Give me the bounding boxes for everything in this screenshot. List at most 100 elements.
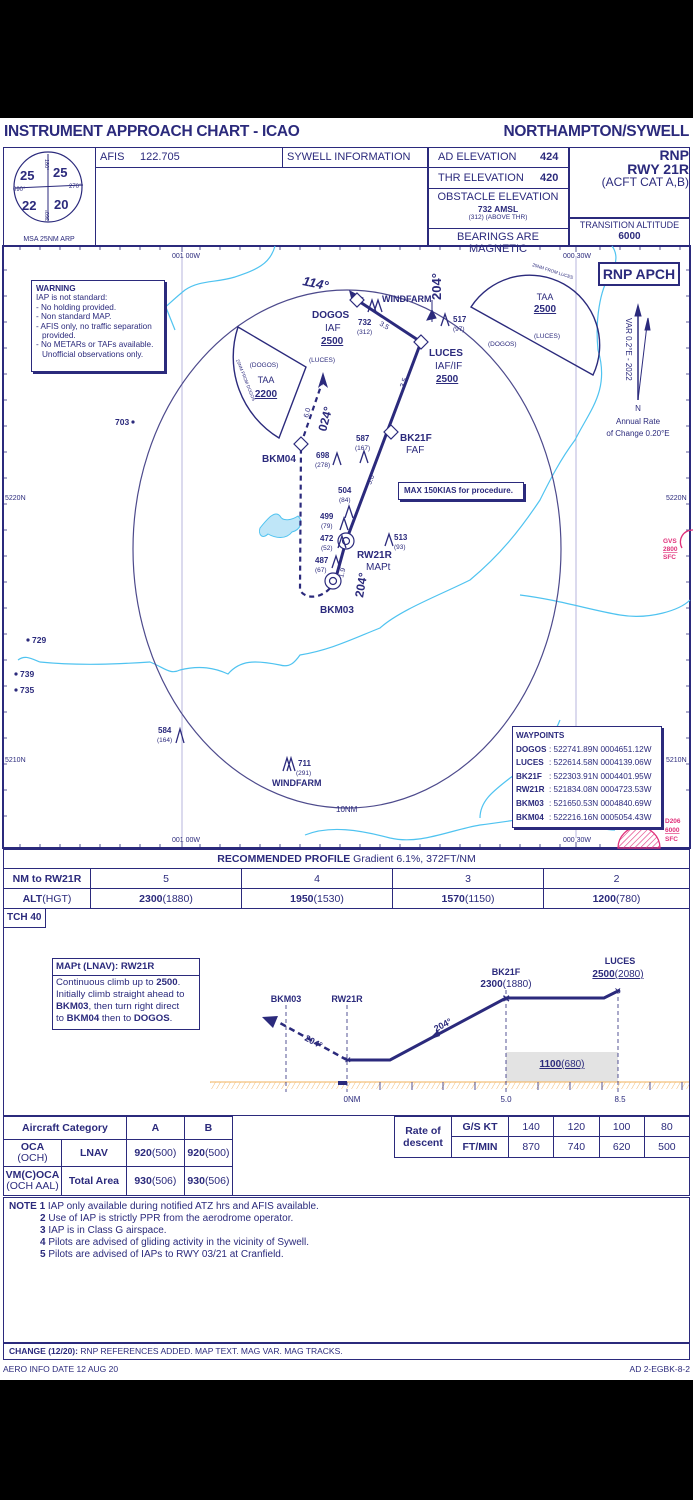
variation-label: VAR 0.2°E - 2022: [624, 318, 633, 381]
distance-0nm: 0NM: [344, 1095, 361, 1104]
svg-text:(79): (79): [321, 523, 333, 530]
divider: [427, 228, 569, 229]
d206-upper: 6000: [665, 827, 680, 834]
spot-height-729: 729: [32, 635, 46, 645]
fix-bkm04-icon: [293, 436, 309, 452]
taa-left-sector: [232, 325, 307, 440]
obstacle-504: 504(84): [338, 486, 354, 519]
svg-text:698: 698: [316, 451, 330, 460]
descent-path: [347, 988, 621, 1062]
msa-label: MSA 25NM ARP: [23, 236, 75, 243]
obstacle-698: 698(278): [315, 450, 342, 469]
segment-minimum-area: [506, 1052, 618, 1082]
lake: [259, 513, 302, 538]
final-track-arrow: [428, 1030, 440, 1040]
lat-label-right-n: 5220N: [666, 495, 687, 502]
vmc-label: VM(C)OCA(OCH AAL): [3, 1166, 62, 1196]
profile-bk21f-label: BK21F: [492, 967, 521, 977]
fix-dogos-icon: [349, 292, 365, 308]
profile-bk21f-altitude: 2300(1880): [480, 979, 531, 990]
aircraft-category: (ACFT CAT A,B): [601, 175, 689, 189]
tch-label: TCH 40: [3, 908, 46, 928]
msa-sector-nw: 25: [20, 168, 34, 183]
taa-left-label: TAA: [258, 375, 275, 385]
distance-5nm: 5.0: [500, 1095, 512, 1104]
lnav-minima-a: 920(500): [125, 1139, 185, 1167]
variation-rate-line1: Annual Rate: [616, 417, 661, 426]
recommended-profile: RECOMMENDED PROFILE Gradient 6.1%, 372FT…: [3, 849, 690, 909]
gvs-area-boundary: [679, 529, 693, 549]
fix-rw21r-role: MAPt: [366, 562, 391, 573]
waypoint-row: BKM04: 522216.16N 0005054.43W: [516, 812, 652, 822]
waypoint-row: RW21R: 521834.08N 0004723.53W: [516, 785, 652, 795]
lat-label-right-s: 5210N: [666, 757, 687, 764]
warning-line: - Non standard MAP.: [36, 312, 112, 322]
warning-line: - No METARs or TAFs available.: [36, 340, 154, 350]
spot-height-735: 735: [20, 685, 34, 695]
speed-restriction-note: MAX 150KIAS for procedure.: [398, 482, 524, 500]
vmc-minima-b: 930(506): [183, 1166, 234, 1196]
fpm-cell: 870: [507, 1136, 555, 1158]
groundspeed-label: G/S KT: [451, 1116, 509, 1137]
fix-luces-name: LUCES: [429, 348, 463, 359]
taa-right-dogos: (DOGOS): [488, 341, 517, 348]
d206-lower: SFC: [665, 836, 678, 843]
note-item: NOTE 1 IAP only available during notifie…: [9, 1201, 319, 1212]
fix-reference-lines: [285, 990, 619, 1092]
msa-sector-se: 20: [54, 197, 68, 212]
aero-info-date: AERO INFO DATE 12 AUG 20: [3, 1364, 119, 1374]
fix-bk21f-role: FAF: [406, 445, 424, 456]
distance-8-5nm: 8.5: [614, 1095, 626, 1104]
nm-cell: 4: [241, 868, 393, 889]
nm-row-label: NM to RW21R: [3, 868, 91, 889]
lon-label-bottom-w: 001 00W: [172, 837, 200, 844]
procedure-type: RNP: [659, 147, 689, 163]
distance-bk21f-rw21r: 5.0: [366, 474, 376, 486]
msa-bearing-090: 090°: [13, 187, 26, 193]
10nm-ring: [132, 289, 562, 809]
lon-label-bottom-e: 000 30W: [563, 837, 591, 844]
lon-label-top-w: 001 00W: [172, 253, 200, 260]
taa-left-altitude: 2200: [255, 389, 278, 400]
divider: [427, 188, 569, 189]
profile-track-missed: 204°: [303, 1033, 324, 1051]
divider: [568, 147, 570, 246]
svg-text:584: 584: [158, 726, 172, 735]
profile-rw21r-label: RW21R: [331, 994, 363, 1004]
warning-box: WARNING IAP is not standard: - No holdin…: [31, 280, 165, 372]
alt-row-label: ALT(HGT): [3, 888, 91, 909]
atis-name: SYWELL INFORMATION: [287, 151, 411, 163]
obstacle-732: 732(312): [357, 297, 383, 336]
category-a-header: A: [125, 1116, 185, 1140]
d206-area: [617, 826, 661, 849]
warning-title: WARNING: [36, 284, 76, 293]
lat-label-left-s: 5210N: [5, 757, 26, 764]
track-204-inbound: 204°: [429, 273, 444, 300]
profile-view: ✕ ✕ ✕ 204° 204° BKM03 RW21R BK21F LUCES …: [210, 956, 689, 1104]
msa-bearing-360: 360°: [45, 210, 51, 221]
taa-left-dogos: (DOGOS): [250, 362, 279, 369]
spot-height-703: 703: [115, 417, 129, 427]
fpm-cell: 500: [643, 1136, 691, 1158]
waypoints-table: WAYPOINTS DOGOS: 522741.89N 0004651.12W …: [512, 726, 662, 828]
taa-right-label: TAA: [537, 292, 554, 302]
warning-line: IAP is not standard:: [36, 293, 108, 303]
obstacle-711: 711(291): [282, 755, 311, 777]
d206-label: D206: [665, 818, 681, 825]
note-item: 2 Use of IAP is strictly PPR from the ae…: [40, 1213, 294, 1224]
thr-elevation-label: THR ELEVATION: [438, 172, 524, 184]
segment-minimum-altitude: 1100(680): [539, 1059, 584, 1070]
profile-luces-label: LUCES: [605, 956, 636, 966]
change-note: CHANGE (12/20): RNP REFERENCES ADDED. MA…: [3, 1343, 690, 1360]
fix-bkm03-name: BKM03: [320, 605, 354, 616]
ground-hatching: [210, 1082, 689, 1089]
fpm-cell: 740: [553, 1136, 600, 1158]
waypoint-row: BK21F: 522303.91N 0004401.95W: [516, 771, 652, 781]
groundspeed-cell: 80: [643, 1116, 691, 1137]
obstacle-513: 513(93): [384, 531, 408, 551]
category-b-header: B: [183, 1116, 234, 1140]
missed-approach-box: MAPt (LNAV): RW21R Continuous climb up t…: [52, 958, 200, 1030]
runway: RWY 21R: [627, 161, 689, 177]
rnp-apch-badge: RNP APCH: [598, 262, 680, 286]
